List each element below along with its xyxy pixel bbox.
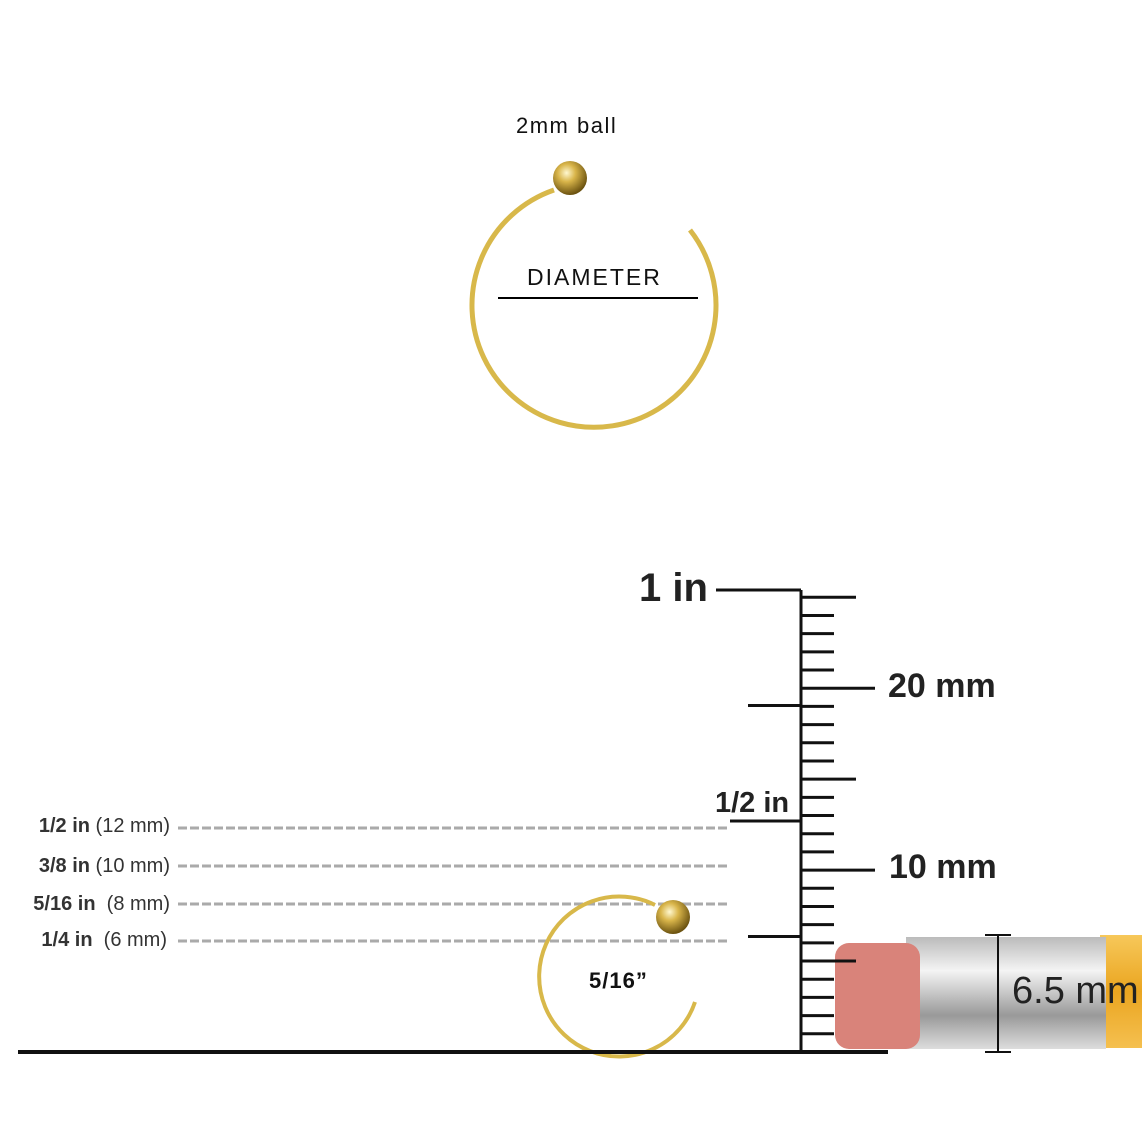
pencil-dimension <box>985 934 1011 1053</box>
large-ring-ball <box>553 161 587 195</box>
size-label-1-2: 1/2 in (12 mm) <box>38 815 170 837</box>
ruler-20mm-label: 20 mm <box>888 667 996 705</box>
diameter-label: DIAMETER <box>527 264 662 290</box>
small-ring-ball <box>656 900 690 934</box>
ball-size-label: 2mm ball <box>516 113 618 138</box>
large-ring <box>469 187 719 430</box>
ruler <box>716 588 875 1052</box>
size-label-3-8: 3/8 in (10 mm) <box>38 855 170 877</box>
size-dash-lines <box>178 826 728 943</box>
size-label-5-16: 5/16 in (8 mm) <box>33 893 170 915</box>
size-label-1-4: 1/4 in (6 mm) <box>41 929 167 951</box>
pencil-size-label: 6.5 mm <box>1012 970 1139 1012</box>
small-ring <box>537 894 697 1059</box>
pencil-image <box>835 935 1142 1049</box>
ruler-half-inch-label: 1/2 in <box>715 787 790 819</box>
ring-sample-label: 5/16” <box>589 968 648 993</box>
ruler-1in-label: 1 in <box>639 566 708 610</box>
ruler-10mm-label: 10 mm <box>889 848 997 886</box>
